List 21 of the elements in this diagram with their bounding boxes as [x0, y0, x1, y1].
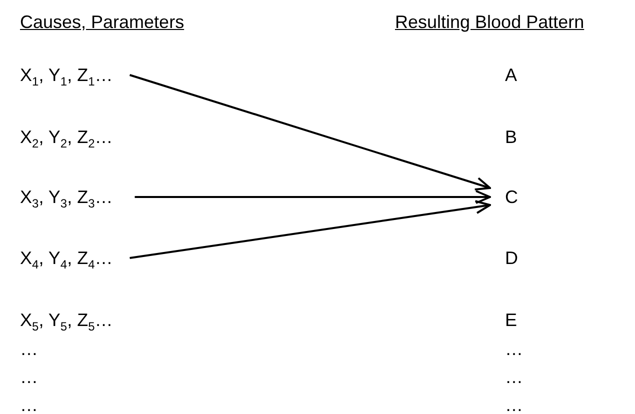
blood-pattern-text: C — [490, 186, 518, 208]
arrow — [130, 200, 491, 259]
blood-pattern-text: B — [490, 126, 518, 148]
ellipsis-text: … — [20, 366, 38, 388]
column-heading: Resulting Blood Pattern — [395, 11, 584, 33]
arrow — [134, 190, 491, 204]
cause-parameter-text: X$_{1}$, Y$_{1}$, Z$_{1}$… — [20, 64, 130, 86]
column-heading: Causes, Parameters — [20, 11, 184, 33]
cause-parameter-text: X$_{4}$, Y$_{4}$, Z$_{4}$… — [20, 247, 130, 269]
ellipsis-text: … — [505, 338, 523, 360]
cause-parameter-text: X$_{3}$, Y$_{3}$, Z$_{3}$… — [20, 186, 135, 208]
ellipsis-text: … — [505, 394, 523, 414]
ellipsis-text: … — [20, 394, 38, 414]
cause-parameter-text: X$_{2}$, Y$_{2}$, Z$_{2}$… — [20, 126, 113, 148]
ellipsis-text: … — [20, 338, 38, 360]
cause-parameter-text: X$_{5}$, Y$_{5}$, Z$_{5}$… — [20, 309, 113, 331]
ellipsis-text: … — [505, 366, 523, 388]
blood-pattern-text: E — [490, 309, 518, 331]
blood-pattern-text: A — [490, 64, 518, 86]
arrow — [129, 74, 491, 191]
blood-pattern-text: D — [490, 247, 518, 269]
